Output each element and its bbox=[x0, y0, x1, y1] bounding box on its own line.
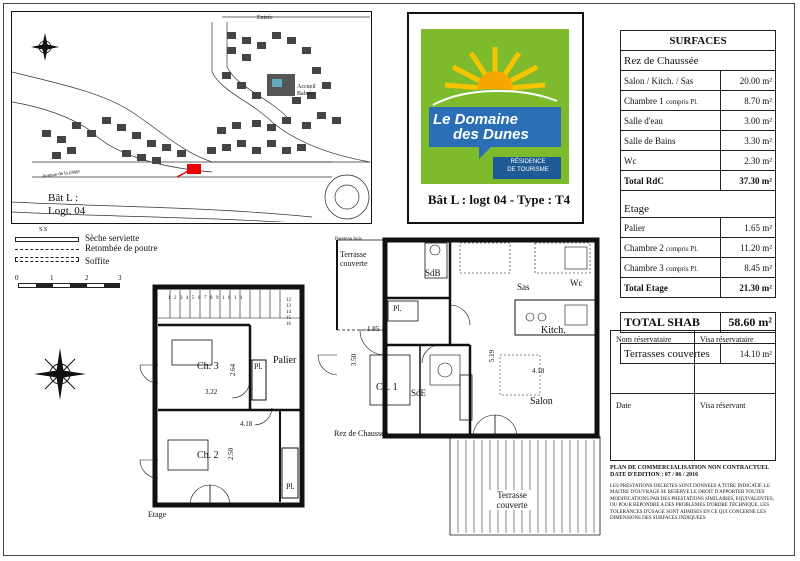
terrace-top-label: Terrasse couverte bbox=[340, 250, 368, 268]
site-lot-label: Logt. 04 bbox=[48, 205, 86, 217]
ceiling-label: E30 bbox=[463, 434, 472, 439]
room-ch2: Ch. 2 bbox=[197, 450, 219, 461]
room-sde: SdE bbox=[411, 388, 427, 398]
site-plan: Entrée Accueil Balnéo Avenue de la plage… bbox=[11, 11, 372, 224]
cupboard-upper-2: Pl. bbox=[286, 482, 295, 491]
ground-floor-label: Rez de Chaussée bbox=[334, 429, 389, 438]
cupboard-upper-1: Pl. bbox=[254, 362, 263, 371]
room-kitchen: Kitch. bbox=[541, 325, 566, 336]
dim-upper-3: 4.18 bbox=[240, 420, 253, 428]
compass-rose-icon bbox=[31, 33, 59, 61]
site-building-label: Bât L : bbox=[48, 192, 79, 204]
room-sdb: SdB bbox=[425, 268, 441, 278]
dim-ground-1: 1.85 bbox=[367, 325, 380, 333]
page-frame bbox=[3, 3, 795, 556]
dim-ground-3: 5.19 bbox=[488, 349, 497, 363]
lot-highlight bbox=[187, 164, 201, 174]
site-entrance-label: Entrée bbox=[257, 15, 273, 21]
surfaces-title: SURFACES bbox=[620, 30, 776, 51]
legend-item1: Sèche serviette bbox=[85, 233, 140, 243]
compass-rose-icon bbox=[34, 348, 86, 400]
notes-date: DATE D'EDITION : 07 / 06 / 2016 bbox=[610, 472, 699, 478]
room-wc: Wc bbox=[570, 278, 583, 288]
stair-numbers-top: 1234567891011 bbox=[168, 296, 246, 301]
table-row: Chambre 1 compris Pl.8.70 m² bbox=[619, 90, 776, 111]
terrace-bottom-label: Terrasse couverte bbox=[487, 490, 537, 510]
upper-floor-label: Etage bbox=[148, 510, 167, 519]
dim-upper-4: 2.50 bbox=[227, 447, 236, 461]
site-plan-drawing bbox=[12, 16, 371, 223]
dim-upper-2: 3.22 bbox=[205, 388, 218, 396]
table-row: Chambre 3 compris Pl.8.45 m² bbox=[619, 257, 776, 278]
site-reception-label: Accueil Balnéo bbox=[297, 84, 316, 97]
notes-title: PLAN DE COMMERCIALISATION NON CONTRACTUE… bbox=[610, 465, 770, 471]
logo-line3: RÉSIDENCE bbox=[510, 159, 546, 165]
ground-floor-plan bbox=[317, 237, 601, 536]
reservation-visa2-label: Visa réservant bbox=[700, 401, 746, 410]
pergola-label: Pareteau bois bbox=[335, 237, 362, 242]
cupboard-ground: Pl. bbox=[393, 304, 402, 313]
reservation-name-label: Nom réservataire bbox=[616, 335, 672, 344]
surfaces-table: SURFACES Rez de Chaussée Salon / Kitch. … bbox=[619, 30, 776, 364]
scale-bar bbox=[18, 283, 120, 288]
reservation-visa-label: Visa réservataire bbox=[700, 335, 754, 344]
notes-text: LES PRESTATIONS DECRITES SONT DONNEES A … bbox=[610, 484, 774, 522]
dim-ground-4: 4.18 bbox=[532, 367, 545, 375]
room-salon: Salon bbox=[530, 396, 553, 407]
dim-ground-2: 3.50 bbox=[350, 353, 359, 367]
legend-item3: Soffite bbox=[85, 256, 110, 266]
logo-panel: Le Domaine des Dunes RÉSIDENCE DE TOURIS… bbox=[407, 12, 584, 224]
room-ch1: Ch. 1 bbox=[376, 382, 398, 393]
brand-logo: Le Domaine des Dunes RÉSIDENCE DE TOURIS… bbox=[421, 29, 569, 184]
upper-floor-plan bbox=[139, 284, 305, 508]
room-ch3: Ch. 3 bbox=[197, 361, 219, 372]
reservation-date-label: Date bbox=[616, 401, 632, 410]
ground-floor-label: Rez de Chaussée bbox=[620, 50, 776, 71]
logo-line4: DE TOURISME bbox=[507, 167, 549, 173]
room-sas: Sas bbox=[517, 282, 530, 292]
upper-floor-label: Etage bbox=[620, 190, 776, 218]
room-landing: Palier bbox=[273, 355, 297, 366]
dim-upper-1: 2.64 bbox=[229, 363, 238, 377]
logo-line2: des Dunes bbox=[453, 126, 529, 143]
table-row: Chambre 2 compris Pl.11.20 m² bbox=[619, 237, 776, 258]
plan-title: Bât L : logt 04 - Type : T4 bbox=[427, 192, 571, 207]
legend-item2: Retombée de poutre bbox=[85, 243, 158, 253]
reservation-box: Nom réservataire Visa réservataire Date … bbox=[610, 330, 776, 461]
legend-ss: S.S bbox=[39, 227, 48, 233]
logo-line1: Le Domaine bbox=[433, 111, 519, 128]
legal-notes: PLAN DE COMMERCIALISATION NON CONTRACTUE… bbox=[610, 465, 778, 522]
